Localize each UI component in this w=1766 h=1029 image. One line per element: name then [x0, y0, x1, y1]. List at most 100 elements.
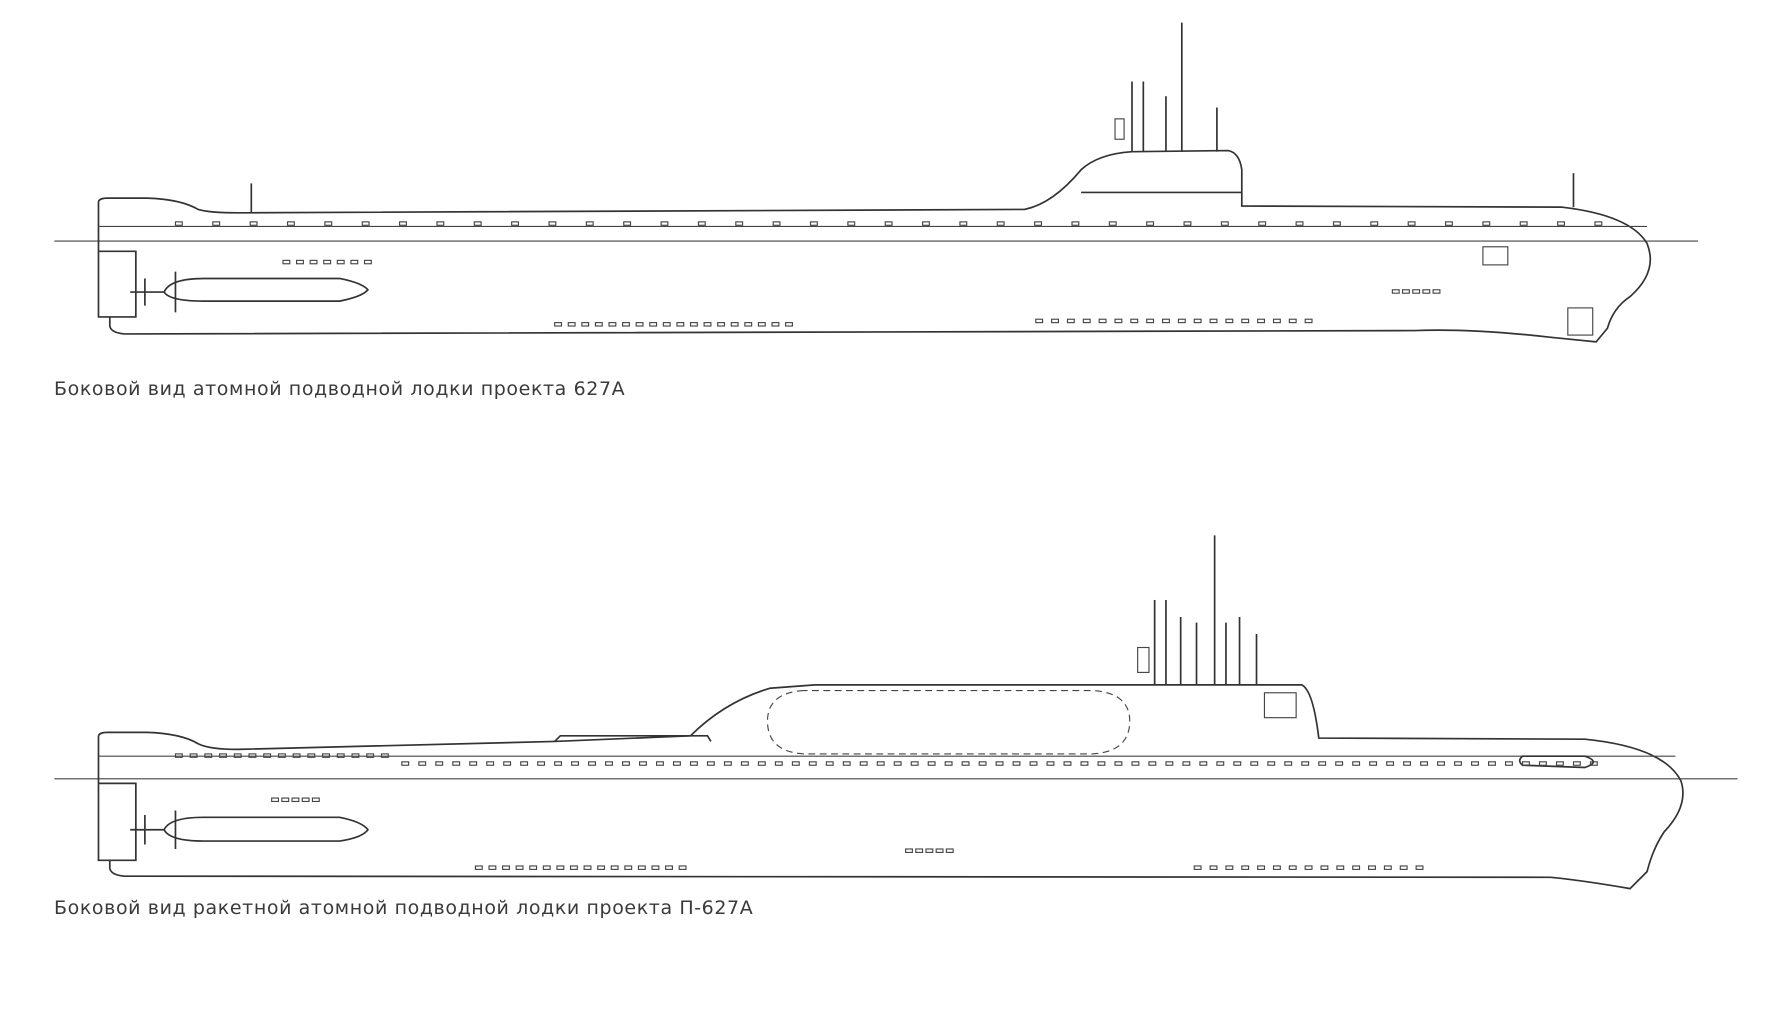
porthole [1012, 761, 1021, 766]
porthole [735, 221, 744, 226]
porthole [771, 322, 780, 327]
porthole [884, 221, 893, 226]
porthole [1401, 289, 1410, 294]
porthole [486, 761, 495, 766]
porthole [515, 865, 524, 870]
porthole [1080, 761, 1089, 766]
porthole [649, 322, 658, 327]
porthole [520, 761, 529, 766]
porthole [380, 753, 389, 758]
hull-outline [97, 684, 1684, 890]
rudder [97, 201, 137, 318]
porthole [905, 848, 913, 853]
porthole [473, 221, 482, 226]
porthole [1225, 865, 1234, 870]
porthole [436, 221, 445, 226]
porthole [1383, 865, 1392, 870]
porthole [569, 865, 578, 870]
porthole [1444, 221, 1453, 226]
porthole [248, 753, 257, 758]
porthole [1288, 318, 1297, 324]
porthole [1572, 761, 1581, 766]
porthole [1258, 221, 1267, 226]
porthole [277, 753, 286, 758]
porthole [842, 761, 851, 766]
porthole [174, 753, 183, 758]
porthole [689, 322, 698, 327]
porthole [1504, 761, 1513, 766]
porthole [1082, 318, 1091, 324]
porthole [1034, 221, 1043, 226]
porthole [785, 322, 793, 327]
porthole [336, 259, 345, 265]
porthole [452, 761, 461, 766]
porthole [1241, 865, 1250, 870]
porthole [635, 322, 644, 327]
porthole [1272, 865, 1281, 870]
porthole [624, 865, 633, 870]
portholes [174, 753, 1598, 870]
porthole [1412, 289, 1421, 294]
porthole [665, 865, 673, 870]
porthole [757, 322, 766, 327]
porthole [1391, 289, 1400, 294]
porthole [542, 865, 551, 870]
porthole [996, 221, 1005, 226]
porthole [927, 761, 936, 766]
porthole [219, 753, 227, 758]
porthole [945, 848, 954, 853]
porthole [717, 322, 726, 327]
porthole [511, 221, 520, 226]
porthole [537, 761, 546, 766]
porthole [249, 221, 258, 226]
porthole [1420, 761, 1429, 766]
porthole [1209, 865, 1218, 870]
porthole [961, 761, 970, 766]
porthole [503, 761, 512, 766]
porthole [1403, 761, 1412, 766]
porthole [808, 761, 817, 766]
porthole [1594, 221, 1603, 226]
porthole [1148, 761, 1157, 766]
porthole [639, 761, 647, 766]
missile-container-outline [766, 689, 1131, 755]
porthole [292, 753, 301, 758]
porthole [1165, 761, 1174, 766]
porthole [581, 322, 590, 327]
porthole [660, 221, 669, 226]
porthole [791, 761, 800, 766]
porthole [1146, 221, 1155, 226]
porthole [1182, 761, 1191, 766]
porthole [474, 865, 483, 870]
porthole [678, 865, 687, 870]
porthole [622, 322, 630, 327]
porthole [1437, 761, 1445, 766]
porthole [554, 322, 563, 327]
deck-fairing [554, 734, 712, 743]
porthole [174, 221, 183, 226]
porthole [1114, 318, 1123, 324]
porthole [622, 761, 630, 766]
porthole [1454, 761, 1462, 766]
rudder [97, 735, 137, 862]
porthole [1352, 761, 1361, 766]
porthole [1471, 761, 1479, 766]
porthole [1098, 318, 1107, 324]
porthole [1304, 318, 1313, 324]
porthole [1193, 865, 1202, 870]
porthole [1131, 761, 1140, 766]
propeller [130, 271, 177, 313]
porthole [435, 761, 444, 766]
porthole [1108, 221, 1117, 226]
porthole [1519, 221, 1528, 226]
submarine-627a-side-view [54, 22, 1698, 343]
porthole [1225, 318, 1234, 324]
hatch [1518, 755, 1595, 769]
porthole [1097, 761, 1106, 766]
porthole [1035, 318, 1044, 324]
porthole [554, 761, 563, 766]
porthole [1063, 761, 1072, 766]
porthole [1029, 761, 1038, 766]
porthole [336, 753, 345, 758]
